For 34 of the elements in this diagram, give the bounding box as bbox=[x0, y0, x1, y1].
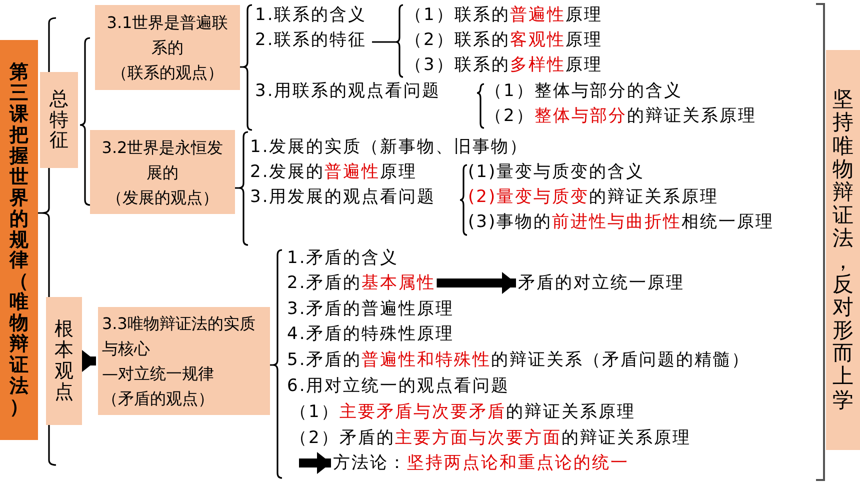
outline-item: 2.联系的特征 bbox=[255, 29, 367, 51]
block-arrow bbox=[82, 350, 96, 372]
outline-item: （3）联系的多样性原理 bbox=[405, 54, 602, 76]
topic-box: 3.1世界是普遍联系的 （联系的观点） bbox=[95, 5, 240, 90]
outline-item: （1）联系的普遍性原理 bbox=[405, 4, 602, 26]
outline-item: （2）联系的客观性原理 bbox=[405, 29, 602, 51]
outline-item: (1)量变与质变的含义 bbox=[468, 161, 645, 183]
outline-item: 1.发展的实质（新事物、旧事物） bbox=[250, 136, 528, 158]
outline-item: （2）矛盾的主要方面与次要方面的辩证关系原理 bbox=[290, 427, 691, 449]
section-box: 根本观点 bbox=[46, 297, 82, 425]
topic-box: 3.3唯物辩证法的实质与核心 —对立统一规律 （矛盾的观点） bbox=[98, 307, 270, 415]
outline-item: 4.矛盾的特殊性原理 bbox=[287, 323, 454, 345]
item-text: 方法论：坚持两点论和重点论的统一 bbox=[333, 452, 629, 474]
section-box: 总特征 bbox=[40, 72, 78, 168]
title-banner: 第三课把握世界的规律（唯物辩证法） bbox=[0, 40, 38, 440]
outline-item: (3)事物的前进性与曲折性相统一原理 bbox=[468, 211, 774, 233]
item-text: 2.矛盾的基本属性 bbox=[287, 272, 436, 294]
outline-item: 6.用对立统一的观点看问题 bbox=[287, 375, 510, 397]
section-box: 坚持唯物辩证法，反对形而上学 bbox=[826, 50, 860, 450]
outline-item: (2)量变与质变的辩证关系原理 bbox=[468, 186, 719, 208]
outline-item: （2）整体与部分的辩证关系原理 bbox=[485, 105, 756, 127]
item-text: 矛盾的对立统一原理 bbox=[518, 272, 684, 294]
outline-item: （1）整体与部分的含义 bbox=[485, 80, 682, 102]
outline-item: 3.用联系的观点看问题 bbox=[255, 80, 441, 102]
outline-item: 1.联系的含义 bbox=[255, 4, 367, 26]
outline-item: 2.发展的普遍性原理 bbox=[250, 161, 418, 183]
outline-item: （1）主要矛盾与次要矛盾的辩证关系原理 bbox=[290, 401, 636, 423]
topic-box: 3.2世界是永恒发展的 （发展的观点） bbox=[90, 130, 235, 214]
outline-item: 1.矛盾的含义 bbox=[287, 247, 399, 269]
outline-item: 5.矛盾的普遍性和特殊性的辩证关系（矛盾问题的精髓） bbox=[287, 349, 750, 371]
outline-item: 3.矛盾的普遍性原理 bbox=[287, 298, 454, 320]
outline-item: 3.用发展的观点看问题 bbox=[250, 186, 436, 208]
block-arrow bbox=[299, 452, 331, 474]
block-arrow bbox=[436, 272, 516, 294]
